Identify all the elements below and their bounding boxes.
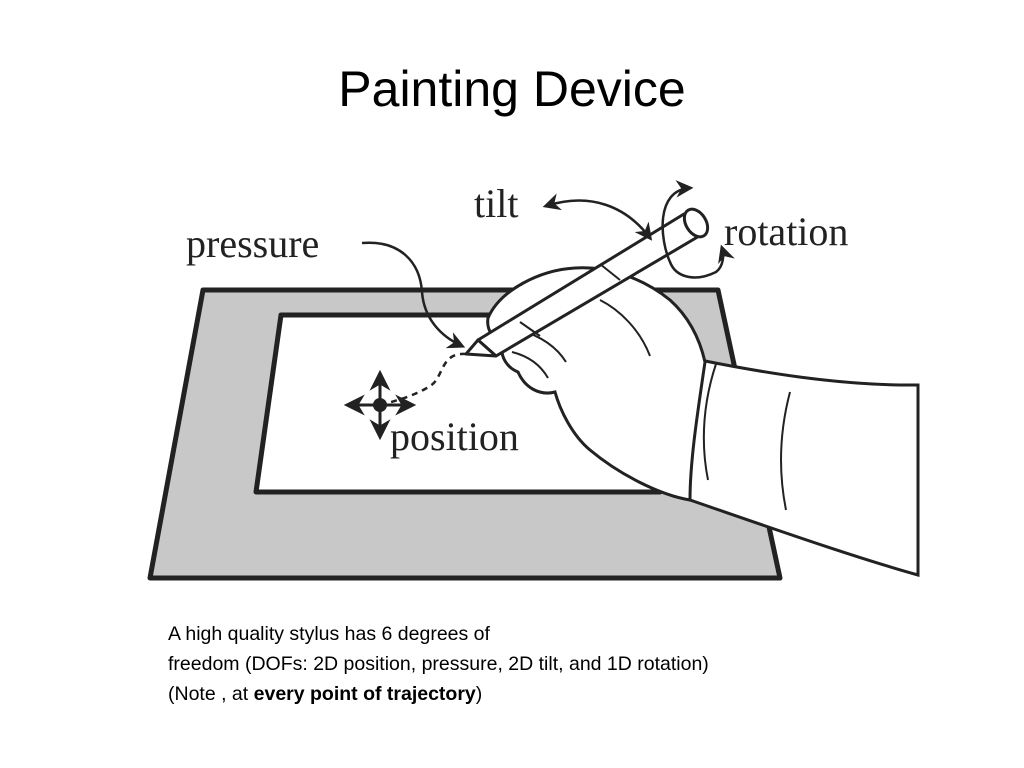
sleeve-fold bbox=[780, 391, 791, 511]
caption-line-3-prefix: (Note , at bbox=[168, 683, 254, 705]
sleeve-fold-2 bbox=[702, 363, 717, 481]
pressure-arrow bbox=[361, 241, 466, 349]
label-tilt: tilt bbox=[474, 181, 518, 226]
caption: A high quality stylus has 6 degrees of f… bbox=[168, 619, 928, 709]
label-rotation: rotation bbox=[724, 209, 848, 254]
knuckle-line bbox=[599, 299, 651, 357]
caption-line-2: freedom (DOFs: 2D position, pressure, 2D… bbox=[168, 653, 709, 675]
caption-line-1: A high quality stylus has 6 degrees of bbox=[168, 623, 490, 645]
trajectory-dashed bbox=[379, 352, 467, 407]
tilt-arrow bbox=[542, 193, 653, 241]
caption-line-3-suffix: ) bbox=[475, 683, 483, 705]
caption-line-3-emphasis: every point of trajectory bbox=[253, 683, 476, 705]
stylus-tip bbox=[464, 338, 498, 358]
rotation-arrow bbox=[661, 180, 735, 279]
label-position: position bbox=[390, 414, 519, 459]
position-cross-icon bbox=[343, 369, 417, 441]
slide-title: Painting Device bbox=[338, 61, 686, 117]
label-pressure: pressure bbox=[186, 221, 319, 266]
finger-line-2 bbox=[511, 351, 549, 379]
caption-line-3: (Note , at every point of trajectory) bbox=[168, 679, 928, 709]
